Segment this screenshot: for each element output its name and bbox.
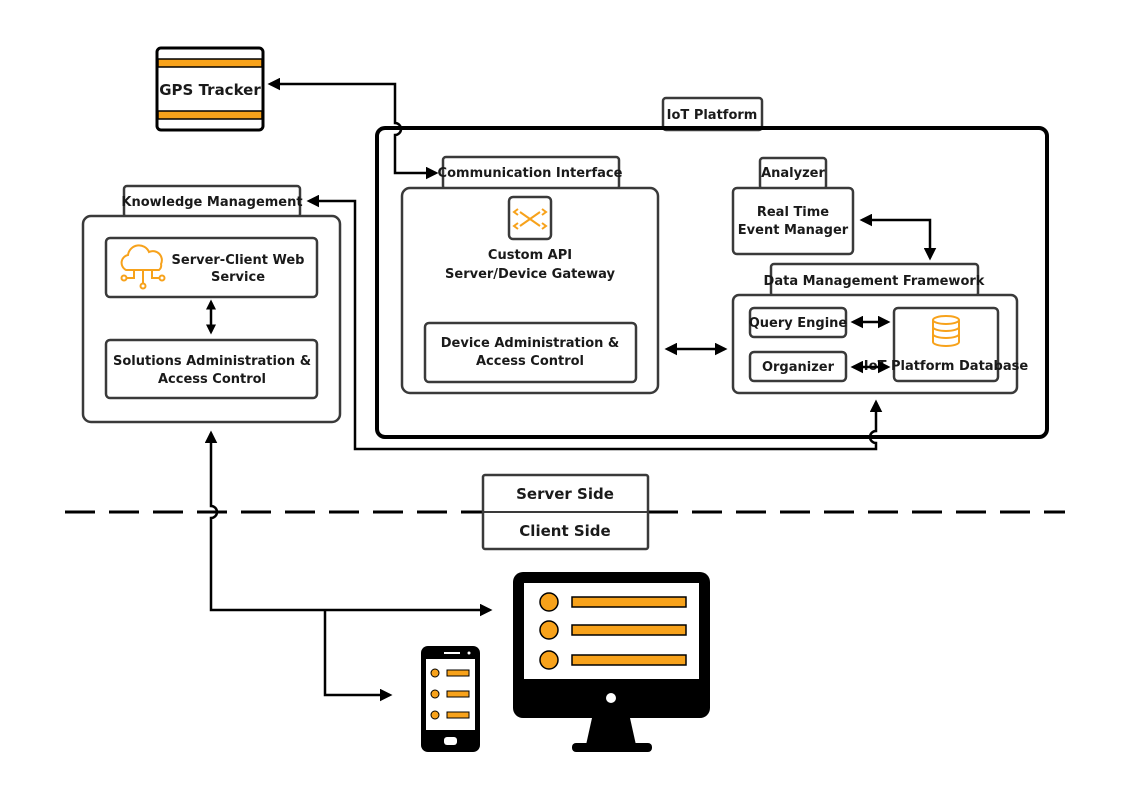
comm-tab-label: Communication Interface	[438, 166, 623, 181]
client-side-label: Client Side	[519, 522, 610, 540]
server-client-label: Server Side Client Side	[481, 473, 650, 551]
knowledge-tab-label: Knowledge Management	[121, 195, 302, 210]
device-admin-label-2: Access Control	[476, 354, 584, 369]
device-admin-label: Device Administration &	[441, 336, 620, 351]
desktop-monitor-icon	[513, 572, 710, 752]
dmf-tab-label: Data Management Framework	[764, 274, 985, 289]
analyzer: Analyzer Real Time Event Manager	[731, 156, 855, 256]
data-management-framework: Data Management Framework Query Engine O…	[731, 262, 1029, 395]
iot-platform-label: IoT Platform	[667, 108, 758, 123]
analyzer-dmf-connector	[859, 213, 937, 261]
realtime-label: Real Time	[757, 205, 829, 220]
database-icon	[932, 315, 960, 347]
gateway-label: Server/Device Gateway	[445, 267, 615, 282]
smartphone-icon	[421, 646, 480, 752]
gps-comm-connector	[267, 77, 439, 180]
solutions-admin-label-2: Access Control	[158, 372, 266, 387]
knowledge-management: Knowledge Management Server-Client Web S…	[81, 184, 342, 424]
web-service-label-2: Service	[211, 270, 265, 285]
analyzer-tab-label: Analyzer	[761, 166, 825, 181]
event-manager-label: Event Manager	[738, 223, 849, 238]
cloud-network-icon	[120, 244, 166, 290]
mobile-connector	[323, 610, 393, 702]
gps-tracker-label: GPS Tracker	[159, 81, 261, 99]
query-engine-label: Query Engine	[749, 316, 848, 331]
server-side-label: Server Side	[516, 485, 614, 503]
solutions-admin-label: Solutions Administration &	[113, 354, 311, 369]
web-service-label: Server-Client Web	[172, 253, 305, 268]
client-server-connector	[204, 430, 493, 617]
gateway-icon	[507, 195, 553, 241]
gps-tracker-node: GPS Tracker	[155, 46, 265, 132]
knowledge-dmf-connector	[306, 194, 883, 451]
communication-interface: Communication Interface Custom API Serve…	[400, 155, 660, 395]
custom-api-label: Custom API	[488, 248, 572, 263]
database-label: IoT Platform Database	[864, 359, 1029, 374]
organizer-label: Organizer	[762, 360, 835, 375]
